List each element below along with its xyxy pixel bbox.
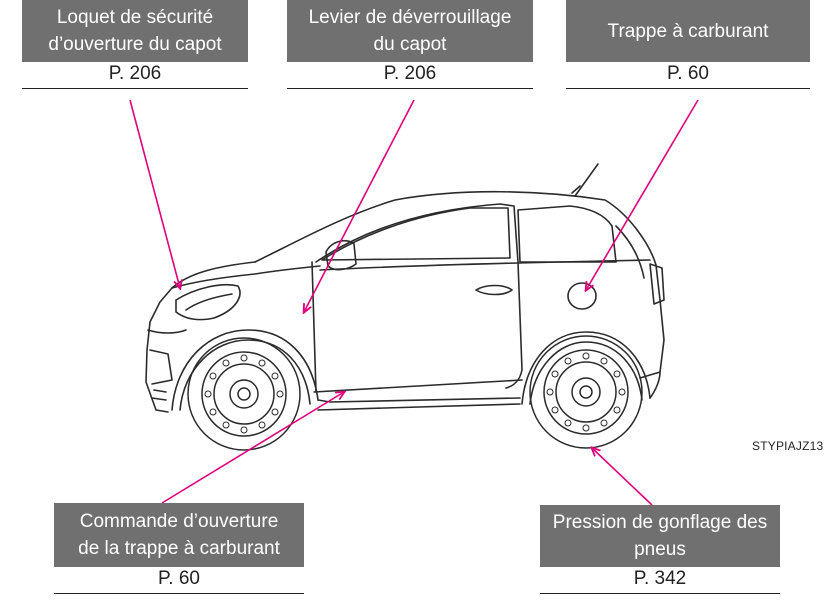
tire-pressure-label-line1: Pression de gonflage des xyxy=(552,512,768,533)
fuel-door-page-ref: P. 60 xyxy=(566,62,810,89)
fuel-door-label: Trappe à carburant xyxy=(566,0,810,62)
leader-lines xyxy=(129,99,699,506)
fuel-opener-label: Commande d’ouverture de la trappe à carb… xyxy=(54,503,304,567)
leader-hood-lever xyxy=(304,99,415,312)
hood-latch-page-ref: P. 206 xyxy=(22,62,248,89)
tire-pressure-label: Pression de gonflage des pneus xyxy=(540,505,780,567)
callout-fuel-opener: Commande d’ouverture de la trappe à carb… xyxy=(54,503,304,594)
hood-latch-label-line1: Loquet de sécurité xyxy=(56,7,214,28)
fuel-opener-label-line1: Commande d’ouverture xyxy=(79,511,279,532)
fuel-door-label-line1: Trappe à carburant xyxy=(607,20,769,42)
hood-latch-label: Loquet de sécurité d’ouverture du capot xyxy=(22,0,248,62)
figure-code: STYPIAJZ13 xyxy=(752,439,824,453)
fuel-opener-page-ref: P. 60 xyxy=(54,567,304,594)
tire-pressure-label-line2: pneus xyxy=(634,539,686,560)
rear-wheel xyxy=(529,335,643,449)
fuel-opener-label-line2: de la trappe à carburant xyxy=(78,538,280,559)
hood-lever-label: Levier de déverrouillage du capot xyxy=(287,0,533,62)
leader-fuel-door xyxy=(586,99,699,290)
callout-hood-lever: Levier de déverrouillage du capot P. 206 xyxy=(287,0,533,89)
leader-tire-pressure xyxy=(592,448,653,506)
leader-hood-latch xyxy=(129,99,180,288)
tire-pressure-page-ref: P. 342 xyxy=(540,567,780,594)
hood-lever-label-line2: du capot xyxy=(373,34,447,55)
front-wheel xyxy=(187,337,301,451)
leader-fuel-opener xyxy=(161,392,344,504)
car-body xyxy=(145,163,665,413)
hood-lever-page-ref: P. 206 xyxy=(287,62,533,89)
callout-hood-latch: Loquet de sécurité d’ouverture du capot … xyxy=(22,0,248,89)
hood-lever-label-line1: Levier de déverrouillage xyxy=(308,7,512,28)
callout-tire-pressure: Pression de gonflage des pneus P. 342 xyxy=(540,505,780,594)
hood-latch-label-line2: d’ouverture du capot xyxy=(48,34,222,55)
callout-fuel-door: Trappe à carburant P. 60 xyxy=(566,0,810,89)
